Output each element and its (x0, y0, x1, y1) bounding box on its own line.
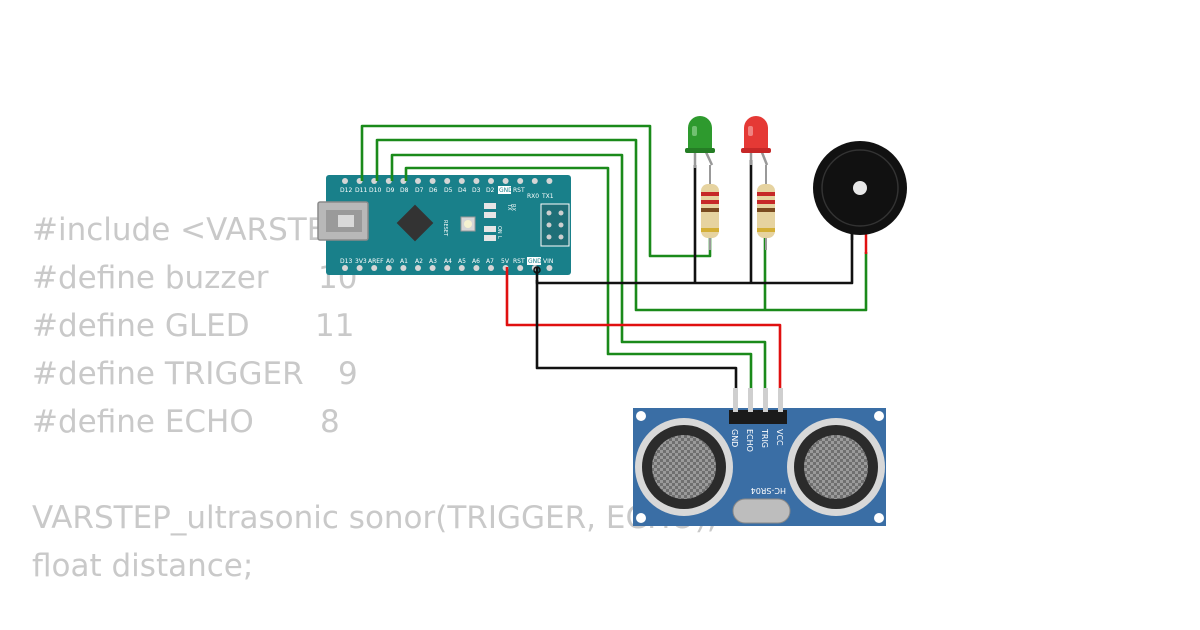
pin-label-d8: D8 (400, 187, 409, 194)
pin-label-gnd-bottom: GND (528, 258, 542, 265)
sensor-model-label: HC-SR04 (751, 486, 786, 495)
nano-header-pin (415, 265, 421, 271)
nano-bottom-header (342, 265, 553, 271)
led-label-on: ON (496, 226, 502, 234)
nano-header-pin (517, 178, 524, 184)
nano-header-pin (444, 178, 451, 184)
resistor-red-led (757, 165, 775, 250)
nano-header-pin (473, 178, 480, 184)
right-transducer (787, 418, 885, 516)
pin-label-d6: D6 (429, 187, 438, 194)
crystal-oscillator (732, 498, 791, 524)
nano-header-pin (444, 265, 451, 271)
pin-label-a2: A2 (415, 258, 423, 265)
sensor-pin-vcc-label: VCC (775, 429, 784, 446)
wires (360, 124, 868, 410)
nano-header-pin (458, 265, 465, 271)
pin-label-a0: A0 (386, 258, 394, 265)
pin-label-aref: AREF (368, 258, 384, 265)
nano-bottom-pin-labels: D13 3V3 AREF A0 A1 A2 A3 A4 A5 A6 A7 5V … (340, 257, 553, 265)
gnd-label-box-top (498, 186, 511, 194)
pin-label-d3: D3 (472, 187, 481, 194)
nano-top-header (342, 178, 553, 184)
reset-label: RESET (442, 220, 448, 237)
nano-top-pin-labels: D12 D11 D10 D9 D8 D7 D6 D5 D4 D3 D2 GND … (340, 186, 554, 200)
pin-label-a3: A3 (429, 258, 437, 265)
gnd-label-box-bottom (527, 257, 541, 265)
resistor-green-led (701, 165, 719, 250)
wire-d9-echo[interactable] (404, 166, 753, 410)
pin-label-d12: D12 (340, 187, 352, 194)
wire-d11-buzzer[interactable] (375, 138, 868, 312)
usb-connector (317, 201, 369, 241)
nano-header-pin (517, 265, 524, 271)
arduino-nano: D12 D11 D10 D9 D8 D7 D6 D5 D4 D3 D2 GND … (317, 175, 571, 275)
nano-header-pin (488, 178, 494, 184)
led-label-l: L (496, 236, 502, 239)
sensor-pin-header (729, 388, 787, 424)
pin-label-rst-bottom: RST (513, 258, 525, 265)
nano-status-leds (484, 203, 496, 241)
pin-label-a1: A1 (400, 258, 408, 265)
nano-header-pin (342, 265, 348, 271)
nano-header-pin (400, 265, 407, 271)
microcontroller-chip (396, 204, 434, 242)
nano-pcb (326, 175, 571, 275)
reset-button[interactable] (460, 216, 476, 232)
pin-label-gnd-top: GND (499, 187, 513, 194)
wire-d12-green-led[interactable] (360, 124, 712, 258)
buzzer[interactable] (813, 141, 907, 254)
nano-header-pin (473, 265, 480, 271)
pin-label-5v: 5V (501, 258, 510, 265)
nano-header-pin (546, 265, 553, 271)
pin-label-tx1: TX1 (541, 193, 554, 200)
nano-header-pin (385, 178, 392, 184)
nano-header-pin (415, 178, 421, 184)
nano-header-pin (458, 178, 465, 184)
gnd-junction (533, 266, 541, 274)
nano-header-pin (371, 265, 378, 271)
wire-d10-trig[interactable] (390, 153, 767, 410)
pin-label-d10: D10 (369, 187, 381, 194)
wire-5v-vcc[interactable] (505, 267, 782, 410)
pin-label-3v3: 3V3 (355, 258, 367, 265)
nano-header-pin (429, 265, 436, 271)
pin-label-vin: VIN (543, 258, 553, 265)
led-label-tx: TX (506, 203, 512, 211)
pin-label-rx0: RX0 (527, 193, 539, 200)
green-led[interactable] (685, 116, 715, 168)
nano-header-pin (429, 178, 436, 184)
sensor-pin-echo-label: ECHO (745, 429, 754, 452)
icsp-header (540, 203, 570, 247)
pin-label-a7: A7 (486, 258, 494, 265)
pin-label-a4: A4 (444, 258, 452, 265)
pin-label-a5: A5 (458, 258, 466, 265)
red-led[interactable] (741, 116, 771, 166)
led-label-rx: RX (510, 204, 516, 211)
nano-header-pin (502, 178, 509, 184)
nano-header-pin (488, 265, 494, 271)
pin-label-d2: D2 (486, 187, 495, 194)
nano-header-pin (356, 265, 363, 271)
nano-header-pin (385, 265, 392, 271)
nano-header-pin (546, 178, 553, 184)
ultrasonic-sensor[interactable]: HC-SR04 GND ECHO TRIG VCC (633, 388, 886, 526)
pin-label-d5: D5 (444, 187, 453, 194)
nano-header-pin (531, 178, 538, 184)
sensor-pin-gnd-label: GND (730, 429, 739, 447)
pin-label-d11: D11 (355, 187, 367, 194)
pin-label-d13: D13 (340, 258, 352, 265)
pin-label-d4: D4 (458, 187, 467, 194)
pin-label-d7: D7 (415, 187, 424, 194)
nano-header-pin (342, 178, 348, 184)
left-transducer (635, 418, 733, 516)
pin-label-rst-top: RST (513, 187, 525, 194)
pin-label-a6: A6 (472, 258, 480, 265)
sensor-pin-trig-label: TRIG (760, 428, 769, 448)
pin-label-d9: D9 (386, 187, 395, 194)
